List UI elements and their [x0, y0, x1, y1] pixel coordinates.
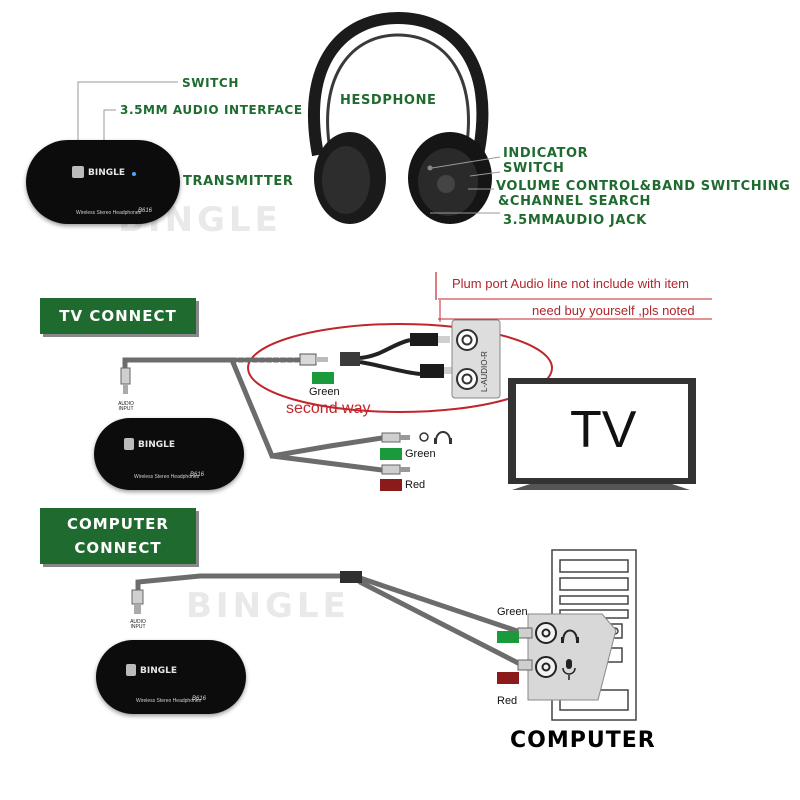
audio-input-line1: AUDIO: [130, 619, 146, 625]
transmitter-callout-lines: [77, 81, 178, 140]
device-model: B616: [190, 472, 205, 478]
rca-label: L-AUDIO-R: [480, 351, 489, 392]
transmitter-device-computer: BINGLE Wireless Stereo Headphones B616: [96, 640, 246, 714]
note-line2: need buy yourself ,pls noted: [532, 303, 695, 318]
green-label-tv: Green: [405, 448, 436, 460]
green-label-computer: Green: [497, 606, 528, 618]
audio-input-label: AUDIO INPUT: [125, 620, 151, 630]
transmitter-device-tv: BINGLE Wireless Stereo Headphones B616: [94, 418, 244, 490]
device-small-text: Wireless Stereo Headphones: [136, 698, 202, 704]
tv-transmitter-plug: [120, 367, 131, 394]
red-swatch: [380, 479, 402, 491]
brand-logo-icon: [126, 664, 136, 676]
watermark: BINGLE: [186, 586, 350, 626]
computer-title: COMPUTER: [510, 728, 656, 753]
transmitter-device: BINGLE Wireless Stereo Headphones B616: [26, 140, 180, 224]
callout-audio-interface: 3.5MM AUDIO INTERFACE: [120, 103, 303, 117]
device-brand: BINGLE: [140, 666, 178, 676]
computer-adapter: [131, 571, 362, 614]
computer-cables: [135, 573, 523, 667]
indicator-led-icon: [132, 172, 136, 176]
computer-audio-panel: [517, 613, 617, 701]
audio-input-line2: INPUT: [130, 624, 146, 630]
callout-headphone-switch: SWITCH: [503, 161, 565, 176]
red-label-computer: Red: [497, 695, 518, 707]
red-swatch: [497, 672, 519, 684]
device-small-text: Wireless Stereo Headphones: [134, 474, 200, 480]
callout-ellipse: [247, 323, 553, 413]
tv-branch-plugs: [381, 431, 452, 475]
green-swatch: [497, 631, 519, 643]
device-model: B616: [192, 696, 207, 702]
tv-connect-header-text: TV CONNECT: [59, 307, 177, 325]
callout-switch: SWITCH: [182, 76, 239, 90]
red-label-tv: Red: [405, 479, 426, 491]
callout-volume-line1: VOLUME CONTROL&BAND SWITCHING: [496, 179, 791, 194]
second-way-label: second way: [286, 400, 371, 417]
second-way-adapter: [299, 333, 456, 378]
green-swatch: [312, 372, 334, 384]
callout-audio-jack: 3.5MMAUDIO JACK: [503, 213, 647, 228]
device-small-text: Wireless Stereo Headphones: [76, 210, 142, 216]
audio-input-line1: AUDIO: [118, 401, 134, 407]
tv-screen-label: TV: [570, 401, 637, 459]
computer-connect-header-line2: CONNECT: [74, 539, 162, 557]
device-model: B616: [138, 208, 153, 214]
headphone-illustration: [308, 11, 492, 224]
rca-panel: [451, 319, 501, 399]
note-line1: Plum port Audio line not include with it…: [452, 276, 690, 291]
device-brand: BINGLE: [138, 440, 176, 450]
audio-input-line2: INPUT: [118, 406, 134, 412]
audio-input-label: AUDIO INPUT: [113, 402, 139, 412]
callout-volume-line2: &CHANNEL SEARCH: [498, 194, 652, 209]
device-brand: BINGLE: [88, 168, 126, 178]
green-swatch: [380, 448, 402, 460]
computer-connect-header: COMPUTER CONNECT: [40, 508, 196, 564]
headphone-callout-lines: [430, 156, 501, 214]
brand-logo-icon: [72, 166, 84, 178]
computer-connect-header-line1: COMPUTER: [67, 515, 169, 533]
callout-indicator: INDICATOR: [503, 146, 589, 161]
green-label-second-way: Green: [309, 386, 340, 398]
brand-logo-icon: [124, 438, 134, 450]
callout-headphone: HESDPHONE: [340, 93, 437, 108]
callout-transmitter: TRANSMITTER: [183, 174, 294, 189]
tv-monitor-illustration: [508, 378, 696, 490]
tv-connect-header: TV CONNECT: [40, 298, 196, 334]
